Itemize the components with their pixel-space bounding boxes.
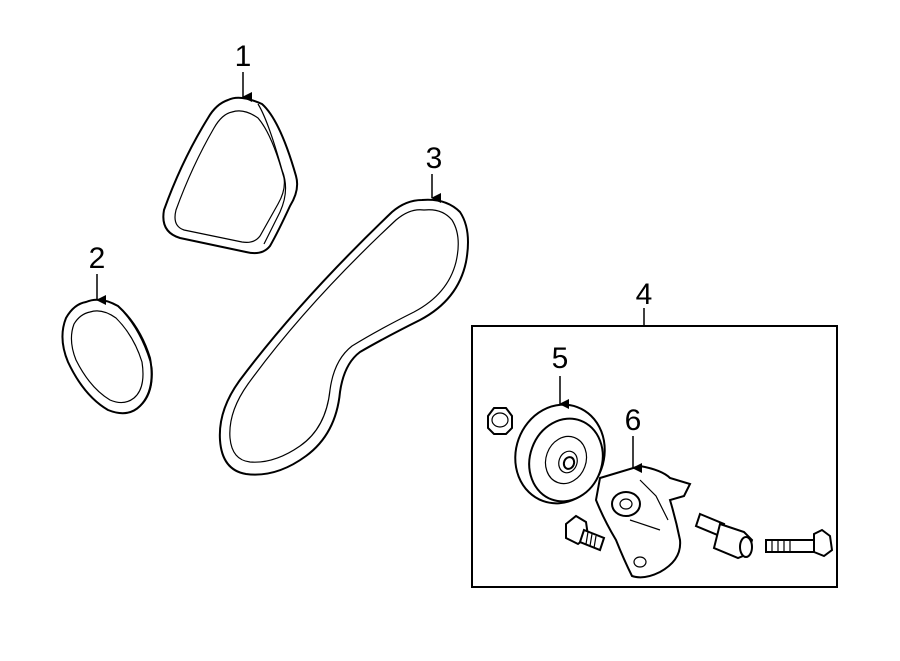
callout-1: 1	[235, 40, 252, 73]
callout-5: 5	[552, 342, 569, 375]
nut[interactable]	[487, 407, 513, 435]
idler-pulley-part-5[interactable]	[502, 392, 619, 516]
callout-4: 4	[636, 278, 653, 311]
callout-2: 2	[89, 242, 106, 275]
belt-part-1[interactable]	[162, 96, 299, 255]
long-bolt[interactable]	[765, 528, 834, 558]
leader-lines	[96, 72, 645, 473]
flange-bolt[interactable]	[565, 514, 606, 552]
belt-part-3[interactable]	[218, 198, 469, 476]
callout-3: 3	[426, 142, 443, 175]
tensioner-assembly-box	[471, 325, 838, 588]
callout-6: 6	[625, 404, 642, 437]
shoulder-bolt[interactable]	[694, 512, 754, 560]
tensioner-bracket-part-6[interactable]	[594, 464, 692, 579]
belt-part-2[interactable]	[61, 298, 153, 415]
